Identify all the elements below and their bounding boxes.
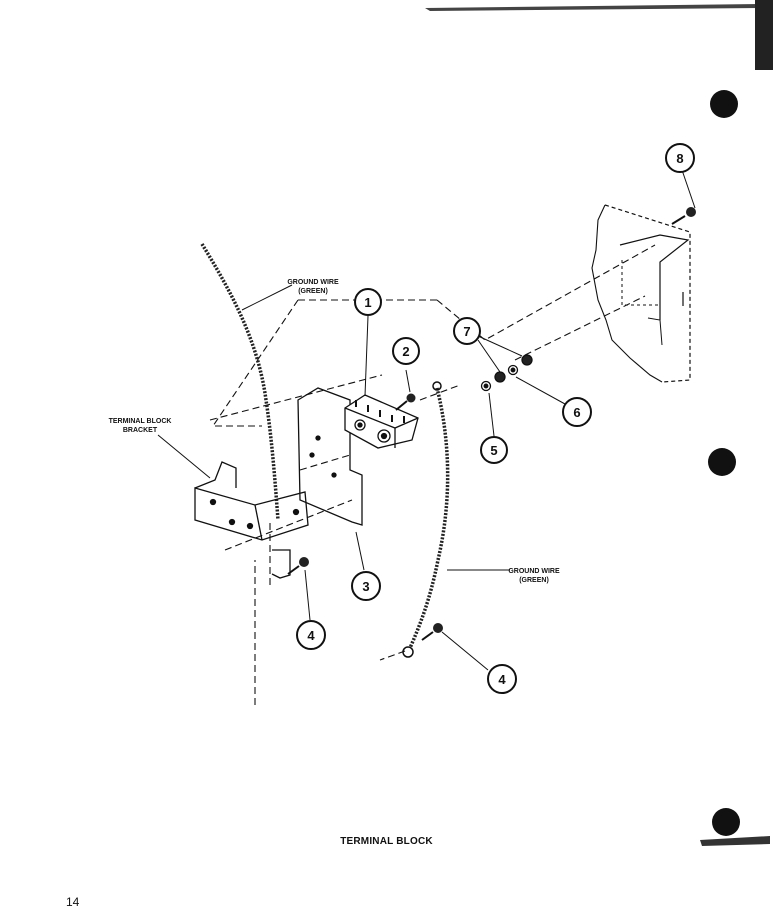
binder-hole [712, 808, 740, 836]
label-ground-wire-top: GROUND WIRE [287, 279, 339, 286]
callout-1: 1 [364, 295, 371, 310]
screw-4-right [421, 623, 489, 671]
callout-6-circle [562, 397, 592, 427]
label-terminal-block-bracket-2: BRACKET [123, 427, 158, 434]
ground-wire-upper [200, 243, 280, 521]
callout-4-right-circle [487, 664, 517, 694]
label-terminal-block-bracket: TERMINAL BLOCK [109, 418, 172, 425]
binder-hole [708, 448, 736, 476]
leader-5 [488, 392, 495, 437]
callout-8-circle [665, 143, 695, 173]
bracket-leader [157, 434, 211, 479]
callout-2: 2 [402, 344, 409, 359]
screw-4-left [287, 557, 311, 621]
label-ground-wire-top-color: (GREEN) [298, 288, 328, 295]
label-ground-wire-bottom: GROUND WIRE [508, 568, 560, 575]
scan-edge-artifact [425, 4, 760, 11]
terminal-block-bracket [194, 461, 309, 579]
callout-7: 7 [463, 324, 470, 339]
leader-6 [515, 376, 566, 405]
leader-7a [477, 339, 501, 373]
callout-8: 8 [676, 151, 683, 166]
binder-hole [710, 90, 738, 118]
wire-terminal-ring [402, 646, 414, 658]
page-number: 14 [66, 895, 80, 909]
ground-wire-lower [408, 387, 450, 649]
callout-4-left: 4 [307, 628, 315, 643]
screw-8 [671, 169, 696, 225]
diagram-title: TERMINAL BLOCK [340, 836, 433, 847]
callout-3: 3 [362, 579, 369, 594]
callout-2-circle [392, 337, 420, 365]
wire-terminal-ring [432, 381, 442, 391]
ground-wire-upper-leader [241, 284, 293, 311]
callout-4-right: 4 [498, 672, 506, 687]
assembly-lines [209, 244, 656, 705]
callout-7-circle [453, 317, 481, 345]
callout-4-left-circle [296, 620, 326, 650]
callout-6: 6 [573, 405, 580, 420]
label-ground-wire-bottom-color: (GREEN) [519, 577, 549, 584]
callout-1-circle [354, 288, 382, 316]
leader-7b [477, 335, 523, 357]
leader-1 [364, 315, 369, 397]
screw-2 [395, 369, 416, 411]
callout-5: 5 [490, 443, 497, 458]
callout-3-circle [351, 571, 381, 601]
leader-3 [355, 531, 365, 571]
hardware-5-6-7 [480, 354, 533, 392]
scan-edge-artifact [700, 836, 770, 846]
callout-5-circle [480, 436, 508, 464]
mounting-plate-3 [297, 387, 363, 526]
scan-edge-artifact [755, 0, 773, 70]
terminal-block-1 [344, 394, 419, 449]
cabinet-panel [591, 204, 691, 383]
